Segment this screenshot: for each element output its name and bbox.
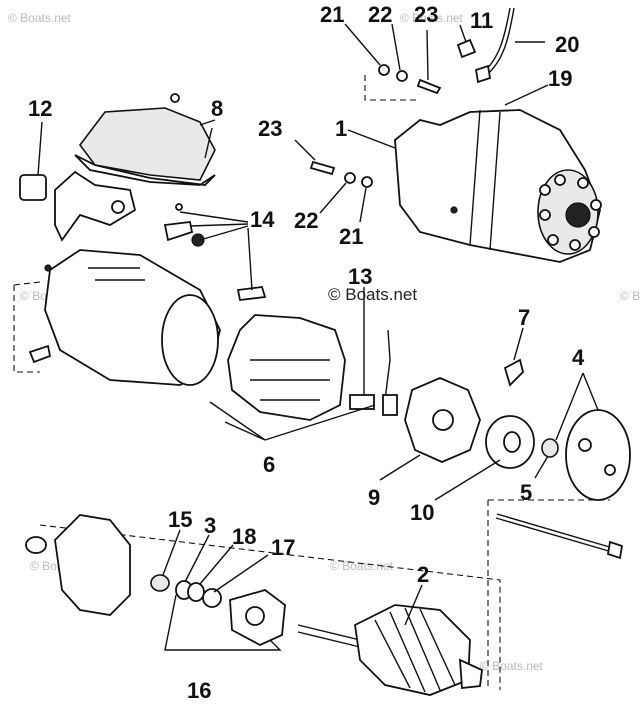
dashed-bracket-right xyxy=(487,499,610,690)
callout-1: 1 xyxy=(335,116,347,141)
end-cap-part xyxy=(565,409,631,501)
lever-bracket-part xyxy=(54,170,137,242)
washer-part xyxy=(485,415,535,469)
watermark-bottom-mid: © Boats.net xyxy=(330,559,394,573)
through-bolt xyxy=(495,513,624,560)
field-coil-part xyxy=(227,314,346,421)
callout-16: 16 xyxy=(187,678,211,703)
callout-12: 12 xyxy=(28,96,52,121)
callout-19: 19 xyxy=(548,66,572,91)
watermark-top-left: © Boats.net xyxy=(8,11,72,25)
dashed-bracket-left xyxy=(13,281,41,373)
callout-11: 11 xyxy=(470,8,493,33)
callout-21-mid: 21 xyxy=(339,224,363,249)
bushing-part-5 xyxy=(541,438,559,458)
callout-3: 3 xyxy=(204,513,216,538)
starter-motor-part xyxy=(394,109,602,263)
callout-13: 13 xyxy=(348,264,372,289)
callout-18: 18 xyxy=(232,524,256,549)
callout-23-top: 23 xyxy=(414,2,438,27)
callout-17: 17 xyxy=(271,535,295,560)
callout-15: 15 xyxy=(168,507,192,532)
callout-20: 20 xyxy=(555,32,579,57)
callout-10: 10 xyxy=(410,500,434,525)
callout-22-mid: 22 xyxy=(294,208,318,233)
watermark-right: © Boats.net xyxy=(620,289,640,303)
callout-23-mid: 23 xyxy=(258,116,282,141)
callout-21-top: 21 xyxy=(320,2,344,27)
watermark-center: © Boats.net xyxy=(328,285,417,304)
dashed-line-top xyxy=(364,75,420,101)
hardware-mid xyxy=(309,160,373,188)
armature-part xyxy=(297,604,483,696)
leader-lines xyxy=(37,23,599,651)
callouts: 21 22 23 11 20 19 12 8 23 1 22 21 14 13 … xyxy=(28,2,585,703)
spring-part xyxy=(19,174,47,201)
dashed-line-bottom xyxy=(39,524,501,690)
frame-housing-part xyxy=(28,249,221,386)
callout-6: 6 xyxy=(263,452,275,477)
callout-5: 5 xyxy=(520,480,532,505)
drive-housing-part xyxy=(25,514,131,616)
hardware-14 xyxy=(163,203,267,301)
washers-group xyxy=(150,574,222,608)
callout-4: 4 xyxy=(572,345,585,370)
callout-22-top: 22 xyxy=(368,2,392,27)
callout-2: 2 xyxy=(417,562,429,587)
brush-lead-part xyxy=(349,329,398,416)
callout-14: 14 xyxy=(250,207,275,232)
callout-9: 9 xyxy=(368,485,380,510)
callout-7: 7 xyxy=(518,305,530,330)
cover-gasket-part xyxy=(74,93,216,186)
clip-part-7 xyxy=(503,358,524,387)
callout-8: 8 xyxy=(211,96,223,121)
brush-plate-part xyxy=(404,377,481,463)
watermark-bottom-right: © Boats.net xyxy=(480,659,544,673)
pinion-part xyxy=(229,589,286,647)
watermark-top-right: © Boats.net xyxy=(400,11,464,25)
